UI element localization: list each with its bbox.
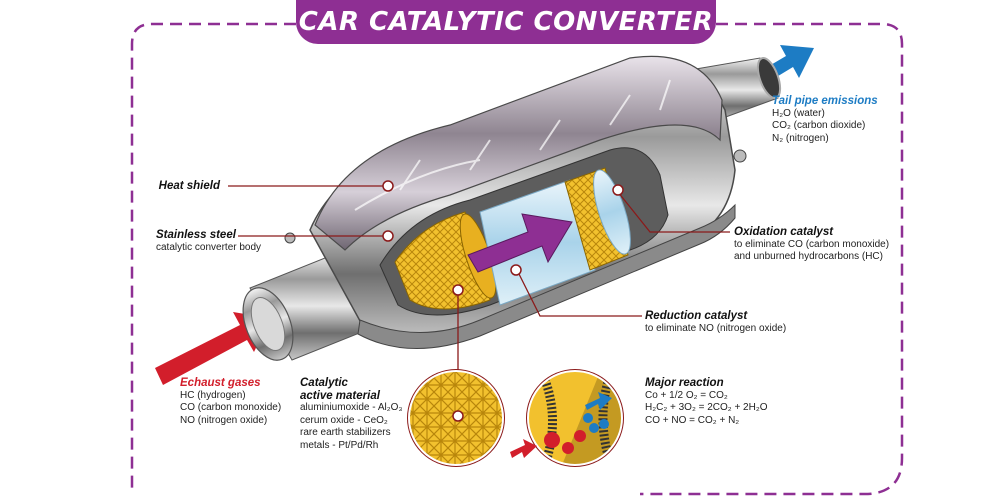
heat-shield-title: Heat shield [158, 180, 220, 192]
reaction-detail [526, 369, 624, 467]
tail-pipe-line2: CO₂ (carbon dioxide) [772, 120, 866, 131]
honeycomb-detail [407, 369, 505, 467]
major-reaction-line3: CO + NO = CO₂ + N₂ [645, 414, 740, 426]
major-reaction-line1: Co + 1/2 O₂ = CO₂ [645, 389, 728, 401]
exhaust-gases-title: Echaust gases [180, 377, 261, 389]
exhaust-gases-line2: CO (carbon monoxide) [180, 402, 282, 413]
heat-shield [314, 55, 723, 251]
tail-pipe-line3: N₂ (nitrogen) [772, 132, 829, 144]
page-title: CAR CATALYTIC CONVERTER [298, 7, 714, 37]
title-badge: CAR CATALYTIC CONVERTER [296, 0, 716, 44]
stainless-steel-desc: catalytic converter body [156, 241, 262, 253]
dashed-frame-right [640, 22, 904, 496]
leader-dots [382, 180, 624, 296]
label-stainless-steel: Stainless steel catalytic converter body [156, 229, 261, 254]
major-reaction-line2: H₂C₂ + 3O₂ = 2CO₂ + 2H₂O [645, 402, 768, 413]
label-tail-pipe-emissions: Tail pipe emissions H₂O (water) CO₂ (car… [772, 95, 878, 145]
tail-pipe-line1: H₂O (water) [772, 107, 825, 119]
oxidation-catalyst-title: Oxidation catalyst [734, 226, 834, 238]
label-oxidation-catalyst: Oxidation catalyst to eliminate CO (carb… [734, 226, 889, 264]
exhaust-gases-line1: HC (hydrogen) [180, 389, 246, 401]
oxidation-catalyst-line2: and unburned hydrocarbons (HC) [734, 251, 883, 262]
label-reduction-catalyst: Reduction catalyst to eliminate NO (nitr… [645, 310, 786, 335]
catalytic-material-line2: cerum oxide - CeO₂ [300, 414, 388, 426]
oxidation-catalyst-block [564, 167, 629, 271]
oxidation-catalyst-line1: to eliminate CO (carbon monoxide) [734, 238, 890, 250]
stainless-steel-title: Stainless steel [156, 229, 236, 241]
catalytic-material-title1: Catalytic [300, 377, 348, 389]
label-exhaust-gases: Echaust gases HC (hydrogen) CO (carbon m… [180, 377, 281, 427]
catalytic-material-title2: active material [300, 389, 380, 402]
exhaust-arrow [155, 312, 270, 385]
label-heat-shield: Heat shield [159, 180, 220, 193]
tail-pipe-title: Tail pipe emissions [772, 95, 878, 107]
flow-arrow [467, 213, 573, 273]
label-catalytic-material: Catalytic active material aluminiumoxide… [300, 377, 402, 452]
catalytic-material-line3: rare earth stabilizers [300, 427, 391, 438]
dashed-frame [130, 22, 296, 494]
exhaust-gases-line3: NO (nitrogen oxide) [180, 414, 268, 426]
label-major-reaction: Major reaction Co + 1/2 O₂ = CO₂ H₂C₂ + … [645, 377, 768, 427]
major-reaction-title: Major reaction [645, 377, 724, 389]
catalytic-material-line1: aluminiumoxide - Al₂O₃ [300, 402, 403, 413]
catalytic-material-line4: metals - Pt/Pd/Rh [300, 439, 379, 451]
reduction-catalyst-title: Reduction catalyst [645, 310, 748, 322]
reduction-catalyst-desc: to eliminate NO (nitrogen oxide) [645, 322, 787, 334]
leader-lines [228, 185, 730, 410]
